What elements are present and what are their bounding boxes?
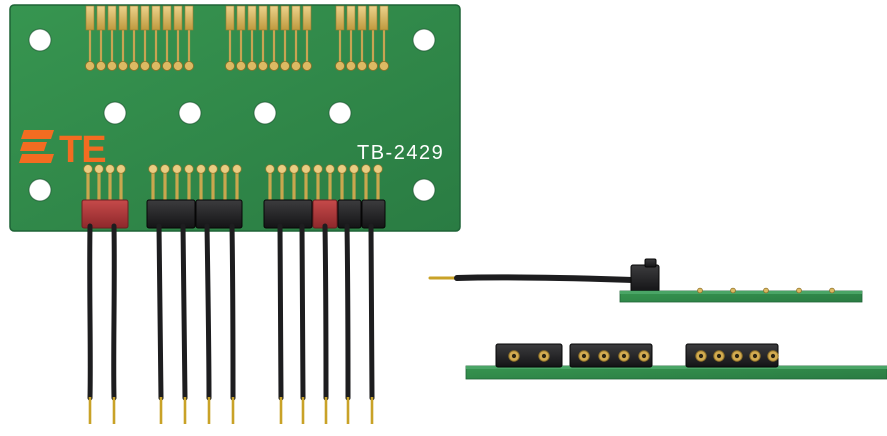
connector-latch <box>644 258 657 268</box>
side-view-wire-assembly <box>428 258 863 303</box>
black-wires <box>87 223 375 401</box>
gold-pin-tips <box>88 397 374 424</box>
pcb-board-front-view: TE TB-2429 <box>9 4 461 424</box>
te-logo-bar <box>21 130 54 139</box>
connector-housings <box>81 199 386 229</box>
connector-housing-side <box>630 264 660 293</box>
mounting-hole <box>328 101 352 125</box>
mounting-hole <box>412 178 436 202</box>
black-connector-housing <box>361 199 386 229</box>
board-label: TB-2429 <box>357 142 444 164</box>
gold-pad-group-2 <box>225 5 312 71</box>
te-logo: TE <box>19 129 107 171</box>
socket-housing-4pos <box>569 343 653 368</box>
te-logo-text: TE <box>59 129 106 171</box>
mounting-hole <box>178 101 202 125</box>
board-gold-dots <box>697 287 835 294</box>
socket-housing-2pos <box>495 343 563 368</box>
te-logo-bar <box>20 142 47 151</box>
board-substrate <box>9 4 461 232</box>
mounting-hole <box>28 28 52 52</box>
mounting-hole <box>28 178 52 202</box>
board-top-face <box>620 291 862 294</box>
black-wire-side <box>454 274 637 283</box>
mounting-holes <box>28 28 436 202</box>
mounting-hole <box>253 101 277 125</box>
gold-pad-group-3 <box>335 5 389 71</box>
black-connector-housing <box>195 199 243 229</box>
board-top-face <box>466 366 887 369</box>
gold-pad-group-1 <box>85 5 194 71</box>
mounting-hole <box>412 28 436 52</box>
red-connector-housing <box>81 199 129 229</box>
black-connector-housing <box>263 199 313 229</box>
black-connector-housing <box>337 199 362 229</box>
side-view-socket-strip <box>465 343 887 380</box>
te-logo-bar <box>19 154 54 163</box>
mounting-hole <box>103 101 127 125</box>
jumper-wires <box>87 223 375 424</box>
black-connector-housing <box>146 199 196 229</box>
